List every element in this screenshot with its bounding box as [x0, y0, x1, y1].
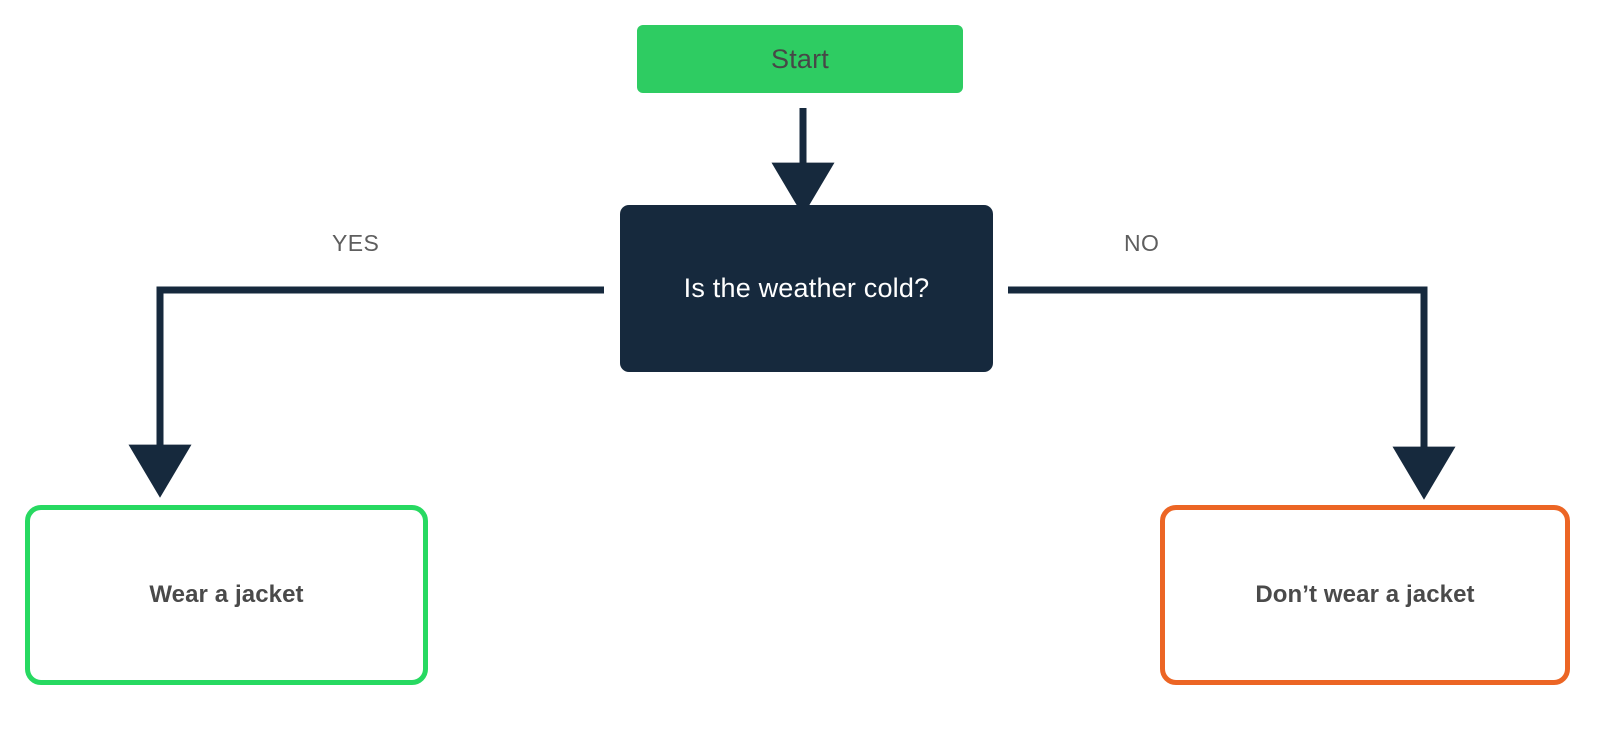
edge-decision-to-wear-jacket — [128, 286, 604, 498]
node-outcome-dont-wear-jacket-label: Don’t wear a jacket — [1255, 581, 1475, 608]
node-start-label: Start — [770, 43, 830, 74]
node-start[interactable]: Start — [637, 25, 963, 93]
edge-decision-to-dont-wear-jacket — [1008, 286, 1456, 500]
node-outcome-wear-jacket-label: Wear a jacket — [149, 581, 304, 608]
node-outcome-dont-wear-jacket[interactable]: Don’t wear a jacket — [1160, 505, 1570, 685]
edge-label-no: NO — [1124, 230, 1160, 256]
node-decision-weather-cold[interactable]: Is the weather cold? — [620, 205, 993, 372]
edge-label-yes: YES — [332, 230, 380, 256]
node-decision-label: Is the weather cold? — [683, 273, 930, 303]
node-outcome-wear-jacket[interactable]: Wear a jacket — [25, 505, 428, 685]
